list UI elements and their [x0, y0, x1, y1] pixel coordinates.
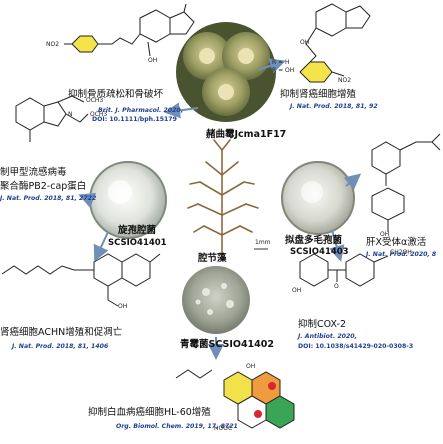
chem-label-no2-a: NO2: [46, 41, 60, 48]
chem-label-r-oh: R = OH: [272, 67, 295, 74]
arrow-top-left: [164, 102, 199, 119]
arrows: [78, 58, 362, 360]
chem-label-oh-e: OH: [292, 287, 302, 294]
ref-bottom-left-journal: J. Nat. Prod. 2018, 81, 1406: [12, 343, 109, 350]
structure-right-mid: [371, 133, 441, 232]
chem-label-oh-c: OH: [118, 303, 128, 310]
structure-bottom: [175, 369, 295, 429]
structure-bottom-left: [1, 253, 161, 307]
ref-bottom-right-doi: DOI: 10.1038/s41429-020-0308-3: [298, 343, 414, 350]
ref-top-right-journal: J. Nat. Prod. 2018, 81, 92: [290, 103, 378, 110]
fungus-left-name: 旋孢腔菌: [118, 225, 157, 236]
arrow-right-up: [343, 173, 362, 190]
chem-label-oh-d: OH: [380, 231, 390, 238]
fungus-left-code: SCSIO41401: [108, 238, 167, 248]
activity-bottom-left: 肾癌细胞ACHN增殖和促凋亡: [0, 327, 123, 338]
chem-label-och3-a: OCH3: [86, 97, 104, 104]
fungus-top-name: 赭曲霉Jcma1F17: [206, 129, 287, 140]
structure-bottom-right: [299, 253, 389, 287]
activity-right-mid: 肝X受体α激活: [366, 237, 427, 248]
activity-top-right: 抑制肾癌细胞增殖: [280, 89, 357, 100]
activity-mid-left-line1: 制甲型流感病毒: [0, 167, 67, 178]
ref-top-left-doi: DOI: 10.1111/bph.15179: [92, 116, 177, 123]
arrow-left: [78, 193, 97, 208]
fungus-right-name: 拟盘多毛孢菌: [285, 235, 343, 246]
structure-top-left: [64, 3, 195, 57]
chem-label-oh-f: OH: [246, 363, 256, 370]
arrow-right-down: [329, 229, 345, 262]
fungus-bottom-name: 青霉菌SCSIO41402: [180, 339, 274, 350]
chem-label-och3-b: OCH3: [90, 111, 108, 118]
structure-mid-left: [15, 95, 89, 142]
ref-mid-left-journal: J. Nat. Prod. 2018, 81, 2722: [0, 195, 97, 202]
chem-label-ch2oh: CH2OH: [390, 249, 412, 256]
chem-label-oh-b: OH: [300, 39, 310, 46]
chem-label-r-h: R = H: [272, 59, 290, 66]
ref-bottom-journal: Org. Biomol. Chem. 2019, 17, 8721: [116, 423, 238, 430]
scale-bar-label: 1mm: [255, 239, 271, 246]
chem-label-no2-b: NO2: [338, 77, 352, 84]
activity-top-left: 抑制骨质疏松和骨破坏: [68, 89, 164, 100]
ref-right-mid-journal: J. Nat. Prod. 2020, 8: [366, 251, 437, 258]
activity-mid-left-line2: 聚合酶PB2-cap蛋白: [0, 181, 87, 192]
activity-bottom-right: 抑制COX-2: [298, 319, 347, 330]
structure-top-right: [299, 3, 371, 83]
bottom-fungus-plate: [182, 266, 250, 334]
chem-label-hooc: HOOC: [214, 425, 233, 432]
fungus-right-code: SCSIO41403: [290, 247, 349, 257]
arrow-left-down: [93, 231, 109, 262]
chem-label-oh-a: OH: [148, 57, 158, 64]
ref-top-left-journal: Brit. J. Pharmacol. 2020,: [98, 107, 184, 114]
center-alga: [187, 139, 259, 259]
ref-bottom-right-journal: J. Antibiot. 2020,: [298, 333, 357, 340]
chem-label-n: N: [68, 111, 73, 118]
top-fungus-plate: [176, 22, 276, 122]
activity-bottom: 抑制白血病癌细胞HL-60增殖: [88, 407, 211, 418]
arrow-top-right: [257, 58, 286, 74]
center-alga-label: 腔节藻: [198, 253, 227, 264]
right-fungus-plate: [281, 161, 355, 235]
chem-label-o: O: [334, 283, 339, 290]
